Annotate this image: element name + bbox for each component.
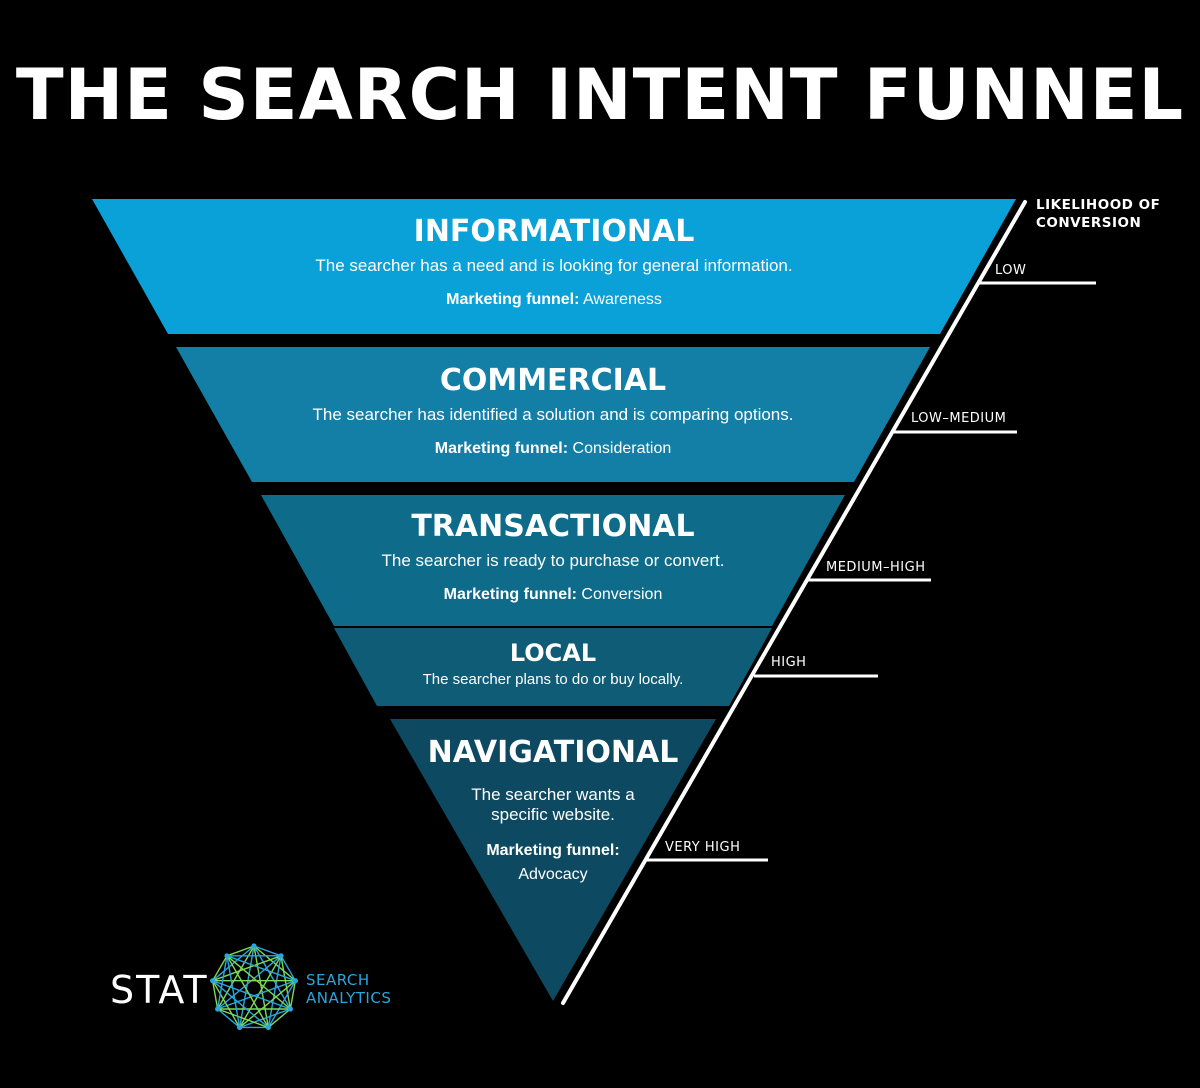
band-marketing-funnel: Marketing funnel: Consideration — [253, 439, 853, 459]
logo-network-line — [280, 955, 296, 982]
funnel-value: Advocacy — [518, 866, 588, 883]
page-title: THE SEARCH INTENT FUNNEL — [15, 54, 1185, 136]
logo-network-node — [287, 1006, 293, 1012]
logo-network-node — [210, 978, 216, 984]
logo-network-node — [292, 978, 298, 984]
logo-wordmark: STAT — [110, 968, 209, 1012]
logo-network-line — [226, 955, 296, 982]
band-title: INFORMATIONAL — [413, 214, 695, 249]
band-marketing-funnel: Marketing funnel: Conversion — [303, 585, 803, 605]
logo-network-node — [237, 1024, 243, 1031]
logo-network-line — [253, 945, 270, 1028]
band-description: The searcher plans to do or buy locally. — [422, 671, 684, 688]
funnel-label: Marketing funnel: — [486, 842, 620, 859]
logo-network-line — [239, 1008, 291, 1029]
logo-network-line — [226, 945, 255, 957]
logo-network-line — [239, 955, 282, 1028]
logo-network-line — [226, 955, 241, 1028]
band-title: NAVIGATIONAL — [427, 735, 679, 770]
funnel-label: Marketing funnel: — [443, 586, 577, 603]
logo-network-node — [224, 953, 230, 959]
scale-title-line-1: LIKELIHOOD OF — [1036, 197, 1161, 213]
logo-network-line — [216, 955, 228, 1010]
band-description: The searcher wants a specific website. — [403, 785, 703, 825]
funnel-value: Consideration — [572, 440, 672, 457]
logo-network-node — [215, 1006, 221, 1012]
band-title: COMMERCIAL — [439, 363, 667, 398]
band-title: LOCAL — [509, 639, 597, 667]
logo-network-line — [226, 955, 291, 1010]
logo-network-node — [278, 953, 284, 959]
logo-network-line — [217, 1008, 241, 1029]
logo-subtitle-line-1: SEARCH — [306, 971, 370, 989]
scale-title-line-2: CONVERSION — [1036, 215, 1142, 231]
band-description-line-2: specific website. — [491, 805, 615, 824]
logo-network-line — [280, 955, 292, 1010]
funnel-value: Conversion — [581, 586, 663, 603]
logo-network-line — [217, 955, 282, 1010]
logo-network-line — [217, 1008, 269, 1029]
logo-network-line — [226, 955, 269, 1028]
scale-level-very-high: VERY HIGH — [665, 840, 741, 855]
logo-network-line — [253, 945, 282, 957]
stat-octagon-network-icon — [210, 943, 298, 1031]
logo-network-line — [212, 980, 291, 1010]
band-marketing-funnel: Marketing funnel: Advocacy — [403, 841, 703, 885]
logo-network-line — [253, 945, 296, 982]
scale-level-low-medium: LOW–MEDIUM — [911, 411, 1007, 426]
band-navigational: NAVIGATIONAL The searcher wants a specif… — [403, 735, 703, 885]
band-commercial: COMMERCIAL The searcher has identified a… — [253, 363, 853, 459]
band-local: LOCAL The searcher plans to do or buy lo… — [353, 638, 753, 689]
scale-level-medium-high: MEDIUM–HIGH — [826, 560, 926, 575]
band-title: TRANSACTIONAL — [411, 509, 695, 544]
band-description: The searcher has a need and is looking f… — [315, 256, 793, 275]
logo-network-node — [251, 943, 257, 949]
logo-network-line — [211, 980, 219, 1010]
band-description-line-1: The searcher wants a — [471, 785, 635, 804]
funnel-value: Awareness — [583, 291, 662, 308]
band-marketing-funnel: Marketing funnel: Awareness — [254, 290, 854, 310]
logo-network-node — [265, 1024, 271, 1031]
stat-logo: STAT SEARCH ANALYTICS — [110, 940, 410, 1040]
logo-network-line — [267, 980, 296, 1028]
logo-network-line — [212, 980, 241, 1028]
scale-level-low: LOW — [995, 263, 1027, 278]
scale-title: LIKELIHOOD OF CONVERSION — [1036, 196, 1160, 232]
logo-network-line — [212, 955, 228, 982]
band-description: The searcher is ready to purchase or con… — [381, 551, 725, 570]
logo-network-line — [289, 980, 297, 1010]
band-transactional: TRANSACTIONAL The searcher is ready to p… — [303, 509, 803, 605]
scale-level-high: HIGH — [771, 655, 807, 670]
logo-subtitle-line-2: ANALYTICS — [306, 989, 392, 1007]
band-informational: INFORMATIONAL The searcher has a need an… — [254, 214, 854, 310]
band-description: The searcher has identified a solution a… — [312, 405, 794, 424]
logo-network-line — [217, 980, 296, 1010]
funnel-label: Marketing funnel: — [446, 291, 580, 308]
logo-network-line — [212, 945, 255, 982]
funnel-label: Marketing funnel: — [434, 440, 569, 457]
logo-network-line — [238, 945, 255, 1028]
logo-network-line — [267, 1008, 291, 1029]
